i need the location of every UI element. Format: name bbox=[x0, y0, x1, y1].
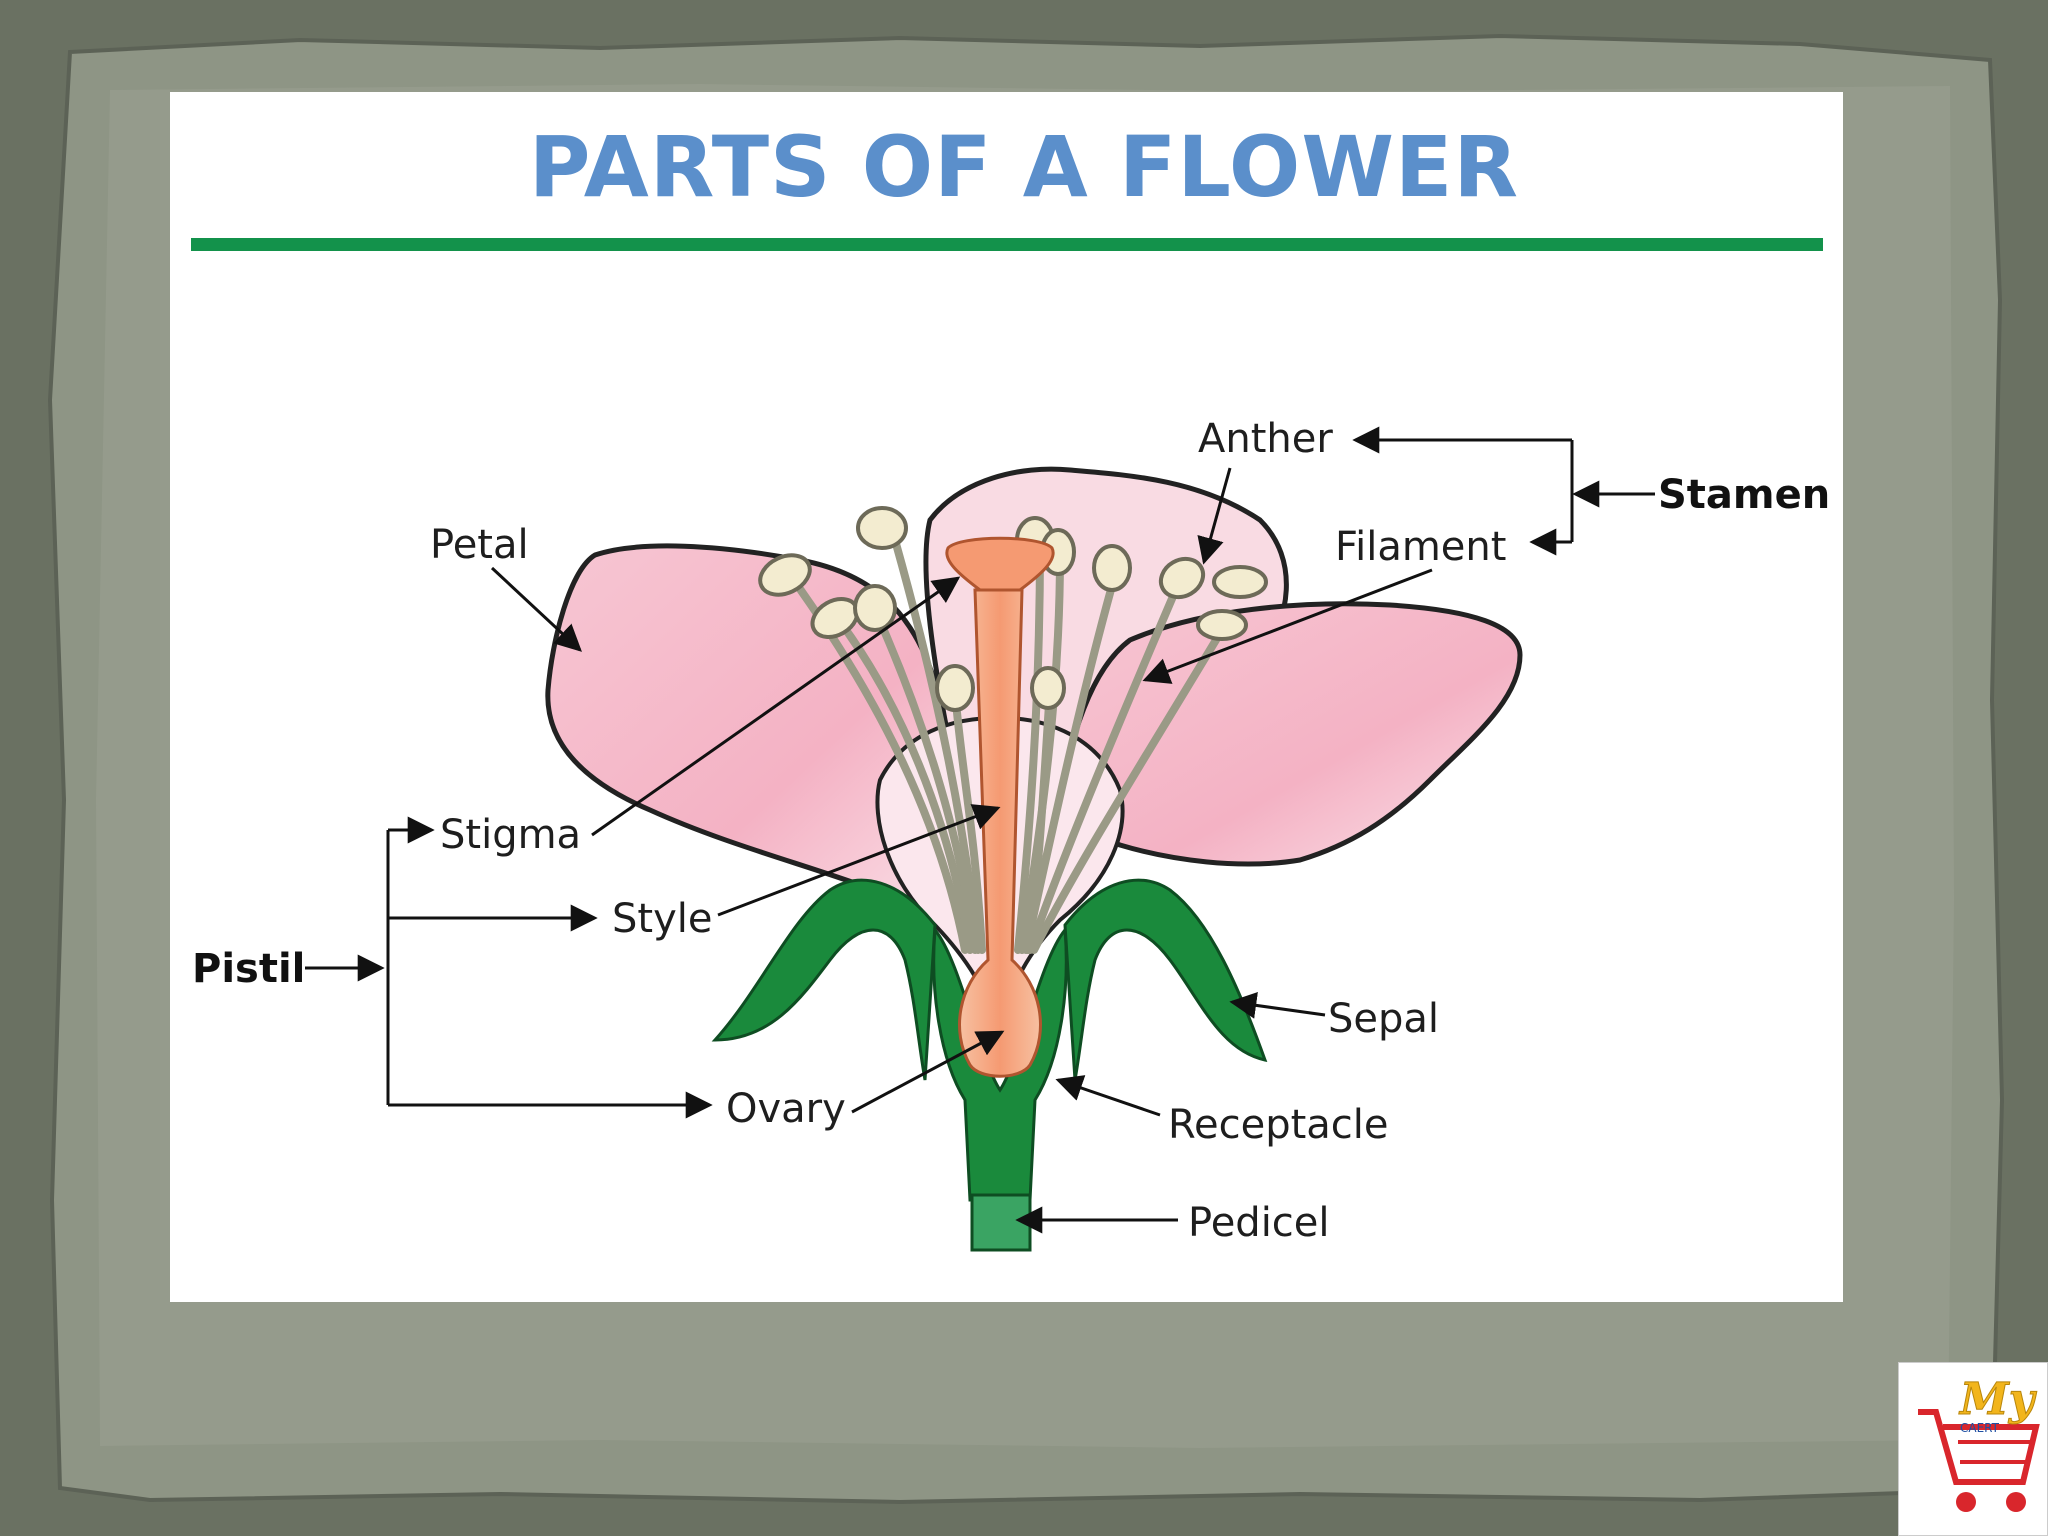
label-ovary: Ovary bbox=[726, 1086, 846, 1132]
logo-big-text: My bbox=[1958, 1374, 2038, 1425]
logo-small-text: CAERT bbox=[1960, 1421, 2000, 1435]
mycaert-logo[interactable]: My CAERT bbox=[1898, 1362, 2048, 1536]
label-stamen: Stamen bbox=[1658, 472, 1830, 518]
leader-lines bbox=[305, 426, 1655, 1234]
sepal-right bbox=[1063, 878, 1268, 1081]
title-underline bbox=[191, 238, 1823, 251]
sepal-left bbox=[711, 878, 937, 1081]
label-petal: Petal bbox=[430, 522, 529, 568]
sepals bbox=[711, 878, 1268, 1081]
label-receptacle: Receptacle bbox=[1168, 1102, 1389, 1148]
label-style: Style bbox=[612, 896, 712, 942]
label-anther: Anther bbox=[1198, 416, 1333, 462]
label-pedicel: Pedicel bbox=[1188, 1200, 1330, 1246]
labels: Anther Stamen Filament Petal Stigma Styl… bbox=[192, 416, 1830, 1246]
label-stigma: Stigma bbox=[440, 812, 581, 858]
label-sepal: Sepal bbox=[1328, 996, 1439, 1042]
label-filament: Filament bbox=[1335, 524, 1506, 570]
slide-title: PARTS OF A FLOWER bbox=[528, 118, 1520, 216]
pedicel-stem bbox=[970, 1193, 1032, 1252]
pistil bbox=[945, 536, 1055, 1078]
pistil-style bbox=[958, 588, 1042, 1078]
pistil-stigma bbox=[945, 536, 1055, 592]
petal-right bbox=[1057, 601, 1523, 867]
label-pistil: Pistil bbox=[192, 946, 305, 992]
